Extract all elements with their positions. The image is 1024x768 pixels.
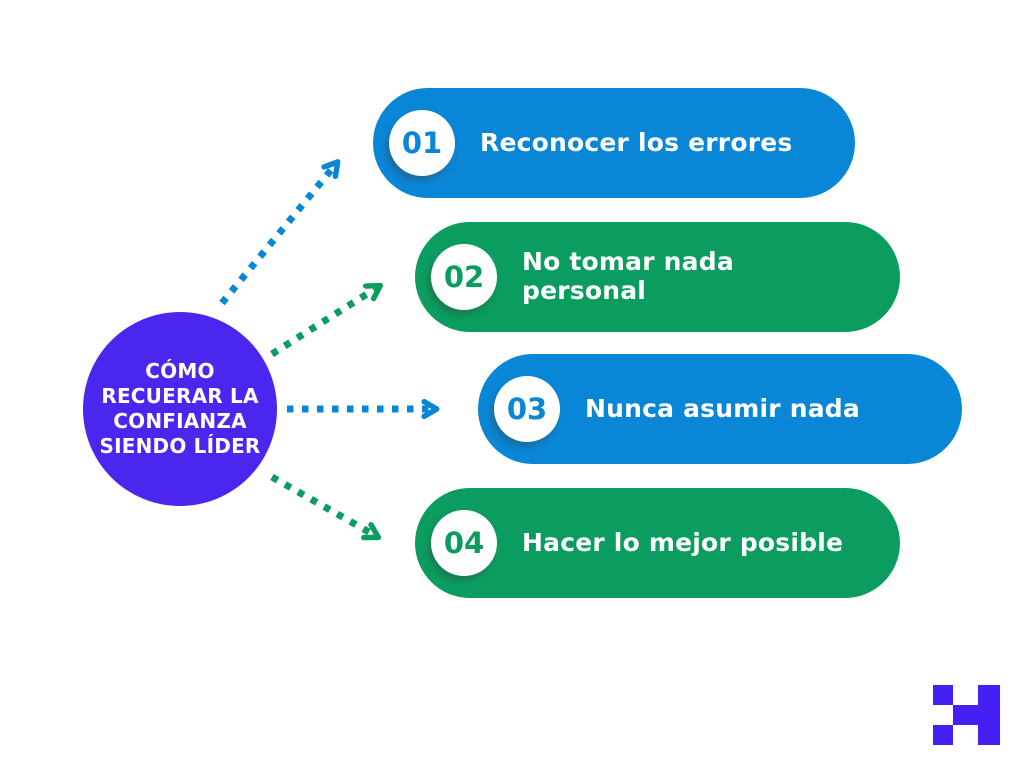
arrow-to-item-4 <box>270 473 382 541</box>
arrow-to-item-1 <box>219 159 341 306</box>
item-number-badge: 03 <box>494 376 560 442</box>
item-number-badge: 04 <box>431 510 497 576</box>
item-pill-4: 04 Hacer lo mejor posible <box>415 488 900 598</box>
item-number-badge: 02 <box>431 244 497 310</box>
item-pill-3: 03 Nunca asumir nada <box>478 354 962 464</box>
item-label: Reconocer los errores <box>480 127 793 157</box>
item-label: Hacer lo mejor posible <box>522 527 844 557</box>
item-label: Nunca asumir nada <box>585 393 860 423</box>
arrow-to-item-2 <box>270 282 384 357</box>
pixel-h-logo-icon <box>933 685 1000 745</box>
page-title: CÓMO RECUERAR LA CONFIANZA SIENDO LÍDER <box>99 358 261 459</box>
title-circle: CÓMO RECUERAR LA CONFIANZA SIENDO LÍDER <box>83 312 277 506</box>
item-label: No tomar nada personal <box>522 247 734 305</box>
item-pill-2: 02 No tomar nada personal <box>415 222 900 332</box>
item-number-badge: 01 <box>389 110 455 176</box>
item-pill-1: 01 Reconocer los errores <box>373 88 855 198</box>
